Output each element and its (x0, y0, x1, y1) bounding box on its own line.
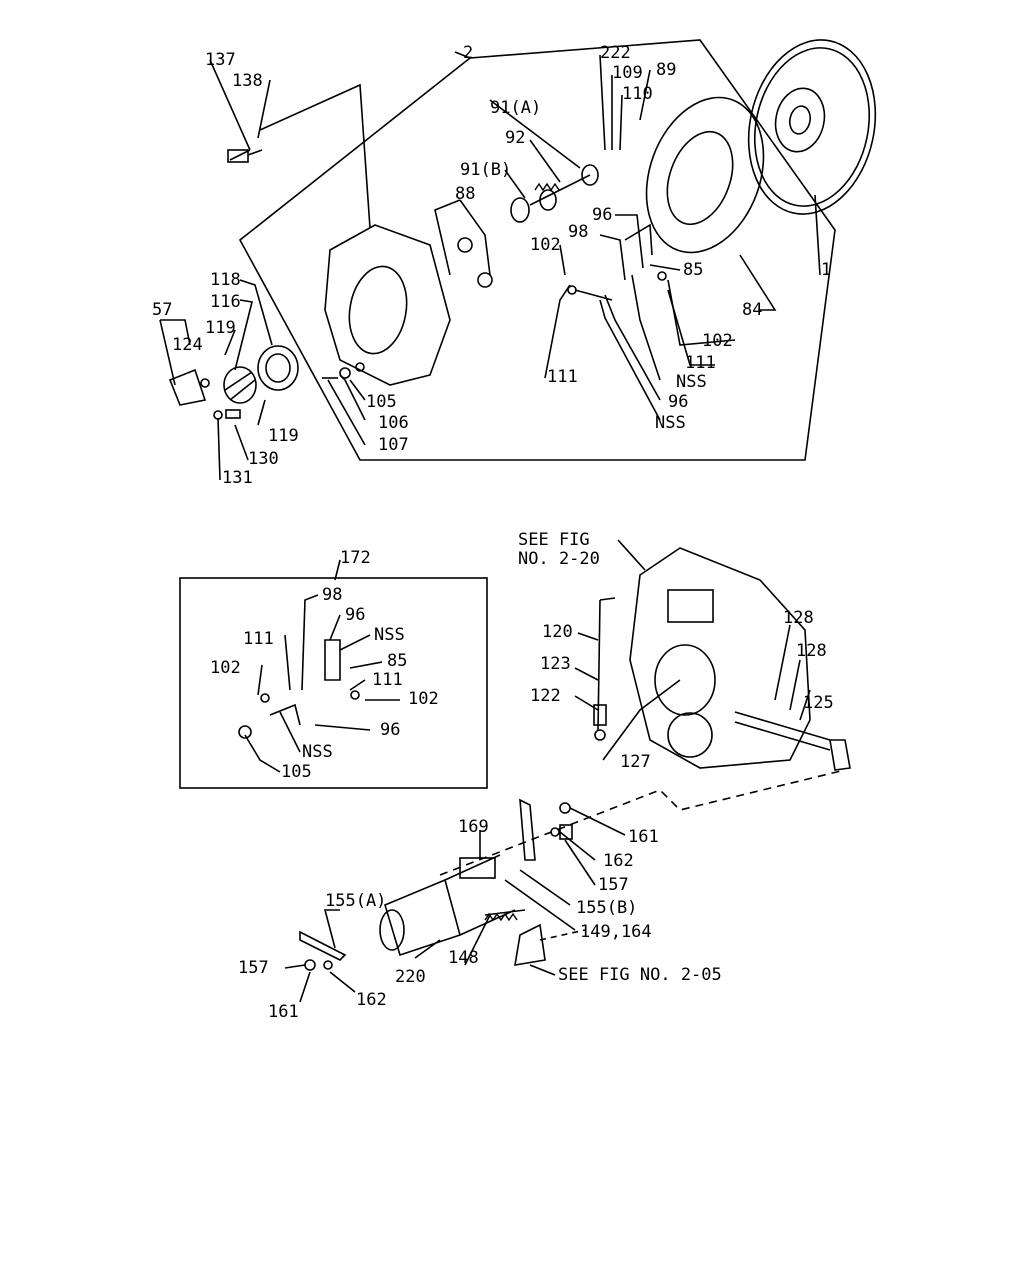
callout-111-right: 111 (685, 353, 716, 373)
callout-110: 110 (622, 84, 653, 104)
callout-nss-bottom: NSS (655, 413, 686, 433)
callout-220: 220 (395, 967, 426, 987)
callout-148: 148 (448, 948, 479, 968)
callout-96-top: 96 (592, 205, 613, 225)
callout-107: 107 (378, 435, 409, 455)
callout-125: 125 (803, 693, 834, 713)
box-callout-98: 98 (322, 585, 343, 605)
callout-85-top: 85 (683, 260, 704, 280)
box-callout-nss: NSS (374, 625, 405, 645)
callout-119-top: 119 (205, 318, 236, 338)
callout-91a: 91(A) (490, 98, 542, 118)
callout-91b: 91(B) (460, 160, 512, 180)
callout-137: 137 (205, 50, 236, 70)
callout-105: 105 (366, 392, 397, 412)
callout-89: 89 (656, 60, 677, 80)
callout-161-top: 161 (628, 827, 659, 847)
callout-128-lower: 128 (796, 641, 827, 661)
callout-109: 109 (612, 63, 643, 83)
callout-120: 120 (542, 622, 573, 642)
box-callout-105: 105 (281, 762, 312, 782)
callout-155b: 155(B) (576, 898, 638, 918)
callout-162-bottom: 162 (356, 990, 387, 1010)
callout-1: 1 (821, 260, 832, 280)
callout-84: 84 (742, 300, 763, 320)
callout-162-top: 162 (603, 851, 634, 871)
box-callout-96-bottom: 96 (380, 720, 401, 740)
callout-157-top: 157 (598, 875, 629, 895)
callout-116: 116 (210, 292, 241, 312)
callout-169: 169 (458, 817, 489, 837)
callout-149-164: 149,164 (580, 922, 652, 942)
box-callout-102-right: 102 (408, 689, 439, 709)
callout-2: 2 (463, 43, 474, 63)
callout-122: 122 (530, 686, 561, 706)
callout-124: 124 (172, 335, 203, 355)
callout-128-upper: 128 (783, 608, 814, 628)
callout-127: 127 (620, 752, 651, 772)
box-callout-102-left: 102 (210, 658, 241, 678)
callout-102-right: 102 (702, 331, 733, 351)
callout-222: 222 (600, 43, 631, 63)
assembly-outline (238, 39, 836, 461)
callout-119-bottom: 119 (268, 426, 299, 446)
callout-155a: 155(A) (325, 891, 387, 911)
callout-57: 57 (152, 300, 173, 320)
callout-92: 92 (505, 128, 526, 148)
callout-111-left: 111 (547, 367, 578, 387)
box-callout-85: 85 (387, 651, 408, 671)
callout-131: 131 (222, 468, 253, 488)
callout-123: 123 (540, 654, 571, 674)
callout-98-top: 98 (568, 222, 589, 242)
callout-96-right: 96 (668, 392, 689, 412)
see-fig-2-20: SEE FIG NO. 2-20 (518, 530, 600, 569)
callout-172: 172 (340, 548, 371, 568)
callout-157-bottom: 157 (238, 958, 269, 978)
box-callout-nss-bottom: NSS (302, 742, 333, 762)
see-fig-2-05: SEE FIG NO. 2-05 (558, 965, 722, 985)
box-callout-111-right: 111 (372, 670, 403, 690)
callout-106: 106 (378, 413, 409, 433)
callout-102-top: 102 (530, 235, 561, 255)
callout-nss-right: NSS (676, 372, 707, 392)
callout-118: 118 (210, 270, 241, 290)
callout-138: 138 (232, 71, 263, 91)
box-callout-111-left: 111 (243, 629, 274, 649)
box-callout-96: 96 (345, 605, 366, 625)
callout-88: 88 (455, 184, 476, 204)
callout-130: 130 (248, 449, 279, 469)
callout-161-bottom: 161 (268, 1002, 299, 1022)
